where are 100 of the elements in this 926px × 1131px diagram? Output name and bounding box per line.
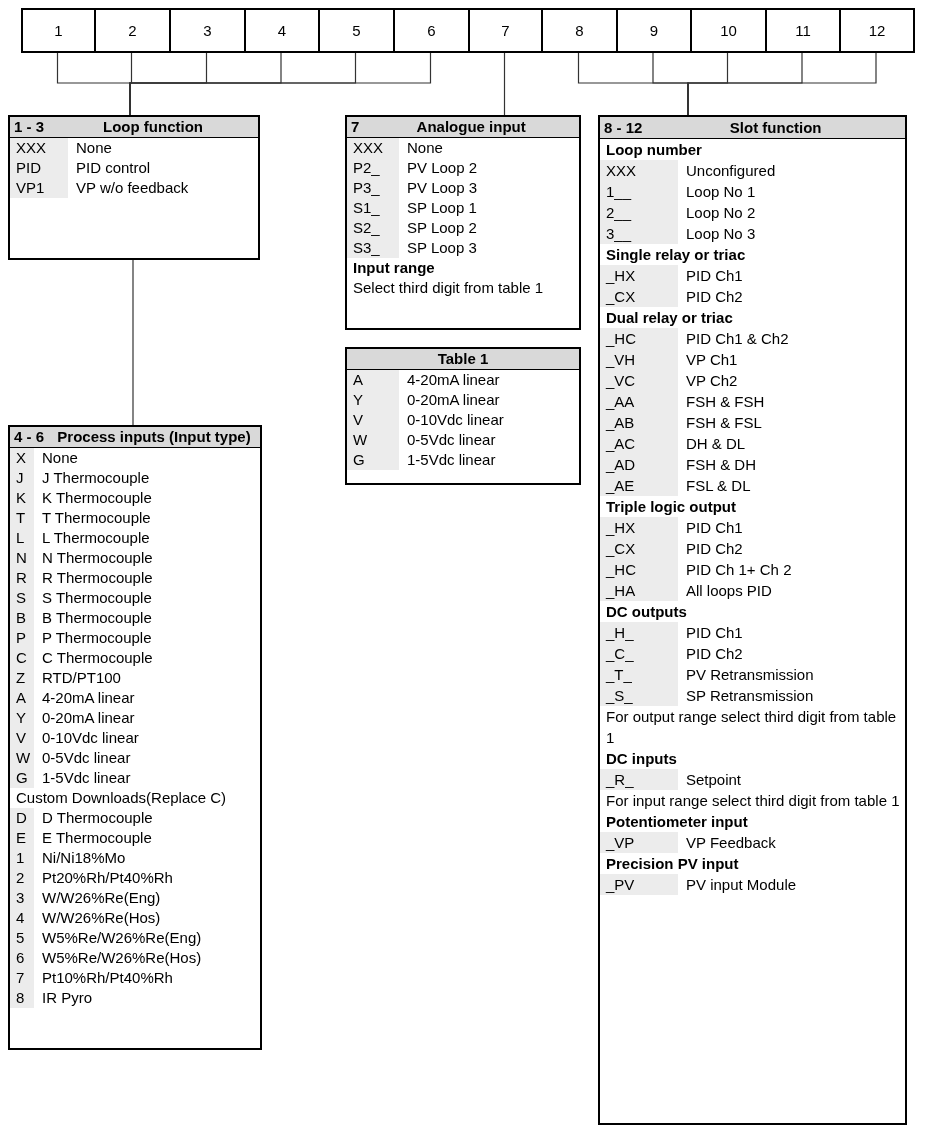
- option-description: FSH & DH: [685, 455, 757, 475]
- note-text: Select third digit from table 1: [352, 278, 545, 298]
- option-description: N Thermocouple: [41, 548, 154, 568]
- option-description: None: [75, 138, 113, 158]
- option-description: W/W26%Re(Eng): [41, 888, 162, 908]
- digit-box: 12: [839, 8, 915, 53]
- note-text: For input range select third digit from table 1: [605, 791, 901, 811]
- section-heading: Dual relay or triac: [605, 308, 734, 328]
- option-code: E: [10, 828, 34, 848]
- option-description: T Thermocouple: [41, 508, 152, 528]
- option-description: FSH & FSL: [685, 413, 763, 433]
- section-heading: Triple logic output: [605, 497, 737, 517]
- option-table: [598, 115, 907, 1125]
- option-description: VP Ch1: [685, 350, 739, 370]
- option-code: 6: [10, 948, 34, 968]
- option-description: W5%Re/W26%Re(Hos): [41, 948, 203, 968]
- option-description: PID Ch2: [685, 644, 744, 664]
- option-description: S Thermocouple: [41, 588, 153, 608]
- option-code: P3_: [347, 178, 399, 198]
- option-description: PID Ch1: [685, 518, 744, 538]
- option-code: 3__: [600, 223, 678, 244]
- option-code: XXX: [600, 160, 678, 181]
- option-description: K Thermocouple: [41, 488, 153, 508]
- option-description: Unconfigured: [685, 161, 777, 181]
- option-description: FSH & FSH: [685, 392, 766, 412]
- option-description: IR Pyro: [41, 988, 93, 1008]
- digit-box: 3: [169, 8, 246, 53]
- option-description: Setpoint: [685, 770, 743, 790]
- option-code: G: [10, 768, 34, 788]
- digit-box: 10: [690, 8, 767, 53]
- table-heading: Slot function: [728, 118, 823, 138]
- option-code: D: [10, 808, 34, 828]
- option-description: VP Feedback: [685, 833, 777, 853]
- option-code: 1: [10, 848, 34, 868]
- option-description: PV Loop 2: [406, 158, 479, 178]
- table-heading-number: 8 - 12: [604, 118, 644, 138]
- option-description: 0-10Vdc linear: [406, 410, 505, 430]
- option-code: _VP: [600, 832, 678, 853]
- option-code: W: [347, 430, 399, 450]
- option-description: R Thermocouple: [41, 568, 154, 588]
- section-heading: Loop number: [605, 140, 703, 160]
- option-code: XXX: [10, 138, 68, 158]
- option-code: J: [10, 468, 34, 488]
- option-description: W/W26%Re(Hos): [41, 908, 162, 928]
- connector-line: [503, 52, 506, 116]
- option-description: None: [406, 138, 444, 158]
- option-code: _PV: [600, 874, 678, 895]
- digit-box: 9: [616, 8, 692, 53]
- table-heading-number: 7: [351, 117, 361, 137]
- digit-box: 1: [21, 8, 96, 53]
- option-code: 4: [10, 908, 34, 928]
- option-description: 0-10Vdc linear: [41, 728, 140, 748]
- option-code: _AC: [600, 433, 678, 454]
- option-description: PV input Module: [685, 875, 798, 895]
- table-heading: Process inputs (Input type): [56, 427, 252, 447]
- option-table: [345, 347, 581, 485]
- option-code: _HX: [600, 265, 678, 286]
- option-code: _VC: [600, 370, 678, 391]
- option-code: S3_: [347, 238, 399, 258]
- option-description: PID Ch1 & Ch2: [685, 329, 790, 349]
- option-description: SP Loop 2: [406, 218, 478, 238]
- option-description: 0-5Vdc linear: [41, 748, 132, 768]
- option-code: PID: [10, 158, 68, 178]
- option-description: L Thermocouple: [41, 528, 151, 548]
- option-description: PID Ch 1+ Ch 2: [685, 560, 793, 580]
- option-code: _AA: [600, 391, 678, 412]
- option-code: _C_: [600, 643, 678, 664]
- note-text: Custom Downloads(Replace C): [15, 788, 228, 808]
- option-description: VP Ch2: [685, 371, 739, 391]
- option-code: Y: [347, 390, 399, 410]
- option-code: _HC: [600, 328, 678, 349]
- option-description: 0-5Vdc linear: [406, 430, 497, 450]
- option-description: PID Ch2: [685, 539, 744, 559]
- option-description: FSL & DL: [685, 476, 752, 496]
- option-description: RTD/PT100: [41, 668, 122, 688]
- option-code: P: [10, 628, 34, 648]
- option-description: Ni/Ni18%Mo: [41, 848, 127, 868]
- option-table: [8, 115, 260, 260]
- option-description: Pt20%Rh/Pt40%Rh: [41, 868, 174, 888]
- option-description: Loop No 1: [685, 182, 757, 202]
- section-heading: DC inputs: [605, 749, 678, 769]
- option-code: _AD: [600, 454, 678, 475]
- option-code: 3: [10, 888, 34, 908]
- option-description: None: [41, 448, 79, 468]
- note-text: For output range select third digit from table 1: [605, 707, 898, 748]
- option-code: N: [10, 548, 34, 568]
- option-description: Loop No 3: [685, 224, 757, 244]
- option-description: 4-20mA linear: [41, 688, 136, 708]
- option-description: J Thermocouple: [41, 468, 151, 488]
- option-description: PID Ch2: [685, 287, 744, 307]
- option-code: A: [10, 688, 34, 708]
- option-code: _VH: [600, 349, 678, 370]
- option-code: VP1: [10, 178, 68, 198]
- option-description: PID Ch1: [685, 623, 744, 643]
- option-description: VP w/o feedback: [75, 178, 190, 198]
- option-description: SP Loop 1: [406, 198, 478, 218]
- option-code: 5: [10, 928, 34, 948]
- option-code: _HX: [600, 517, 678, 538]
- table-heading: Table 1: [436, 349, 490, 369]
- option-code: _AE: [600, 475, 678, 496]
